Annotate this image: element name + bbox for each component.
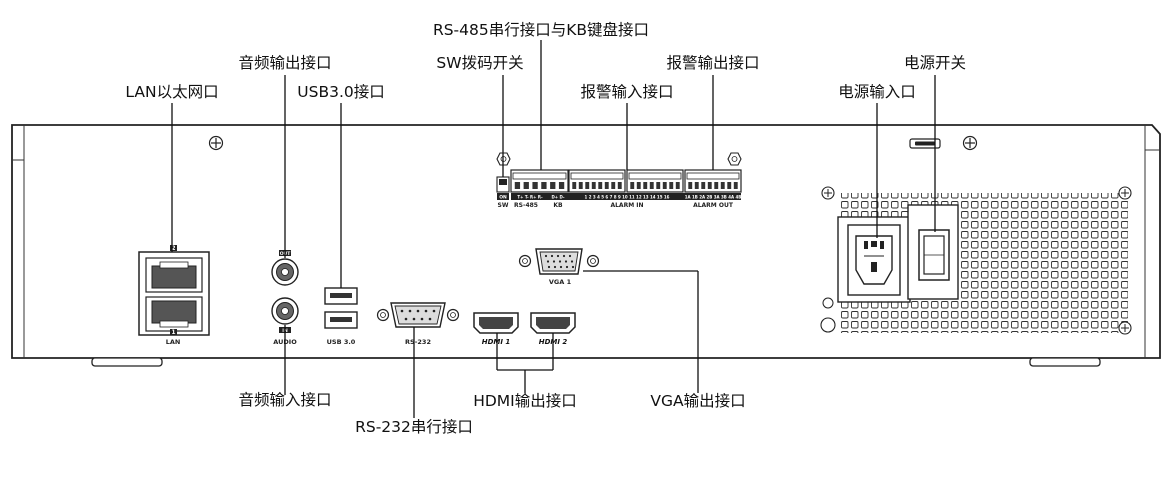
rs485-label: RS-485 — [514, 202, 538, 209]
lan-port-2-label: 2 — [171, 245, 175, 252]
callout-audio-out: 音频输出接口 — [238, 54, 331, 72]
vga-port[interactable]: VGA 1 — [518, 248, 600, 286]
callout-alarm-in: 报警输入接口 — [580, 83, 673, 101]
alarm-in-pins-label: 1 2 3 4 5 6 7 8 9 10 11 12 13 14 15 16 — [585, 195, 670, 200]
sw-label: SW — [498, 202, 509, 209]
screw-icon — [1118, 321, 1132, 335]
screw-icon — [727, 152, 742, 166]
power-switch[interactable] — [918, 229, 950, 281]
rs232-panel-label: RS-232 — [405, 338, 431, 346]
callout-rs485-kb: RS-485串行接口与KB键盘接口 — [433, 20, 649, 39]
callout-lan: LAN以太网口 — [125, 83, 218, 101]
callout-power-in: 电源输入口 — [838, 83, 916, 101]
callouts: RS-485串行接口与KB键盘接口 音频输出接口 SW拨码开关 报警输出接口 电… — [125, 20, 966, 436]
callout-rs232: RS-232串行接口 — [355, 418, 473, 436]
callout-audio-in: 音频输入接口 — [238, 391, 331, 409]
callout-sw-switch: SW拨码开关 — [436, 54, 523, 72]
rs232-port[interactable]: RS-232 — [376, 302, 460, 346]
kb-label: KB — [553, 202, 563, 209]
callout-power-switch: 电源开关 — [904, 54, 966, 72]
alarm-in-label: ALARM IN — [610, 202, 643, 209]
callout-alarm-out: 报警输出接口 — [666, 54, 759, 72]
usb-panel-label: USB 3.0 — [327, 338, 356, 346]
screw-icon — [1118, 186, 1132, 200]
sw-on-label: ON — [499, 195, 507, 201]
screw-icon — [208, 135, 224, 151]
terminal-strip[interactable]: ON T+ T- R+ R- D+ D- 1 2 3 4 5 6 7 8 9 1… — [496, 152, 742, 209]
power-inlet[interactable] — [847, 224, 901, 296]
callout-hdmi: HDMI输出接口 — [473, 392, 577, 410]
rs485-pins-label: T+ T- R+ R- — [517, 195, 543, 200]
kb-pins-label: D+ D- — [551, 195, 564, 200]
hdmi1-panel-label: HDMI 1 — [482, 338, 511, 346]
lan-ports[interactable]: 2 1 LAN — [138, 245, 210, 346]
callout-vga: VGA输出接口 — [650, 392, 745, 410]
alarm-out-label: ALARM OUT — [693, 202, 734, 209]
lan-panel-label: LAN — [166, 338, 181, 346]
usb-ports[interactable]: USB 3.0 — [324, 287, 358, 346]
leader-lines — [171, 40, 936, 418]
screw-icon — [962, 135, 978, 151]
alarm-out-pins-label: 1A 1B 2A 2B 3A 3B 4A 4B — [685, 195, 742, 200]
vga-panel-label: VGA 1 — [549, 278, 572, 286]
callout-usb30: USB3.0接口 — [297, 83, 384, 101]
screw-icon — [821, 186, 835, 200]
lan-port-1-label: 1 — [171, 329, 175, 336]
